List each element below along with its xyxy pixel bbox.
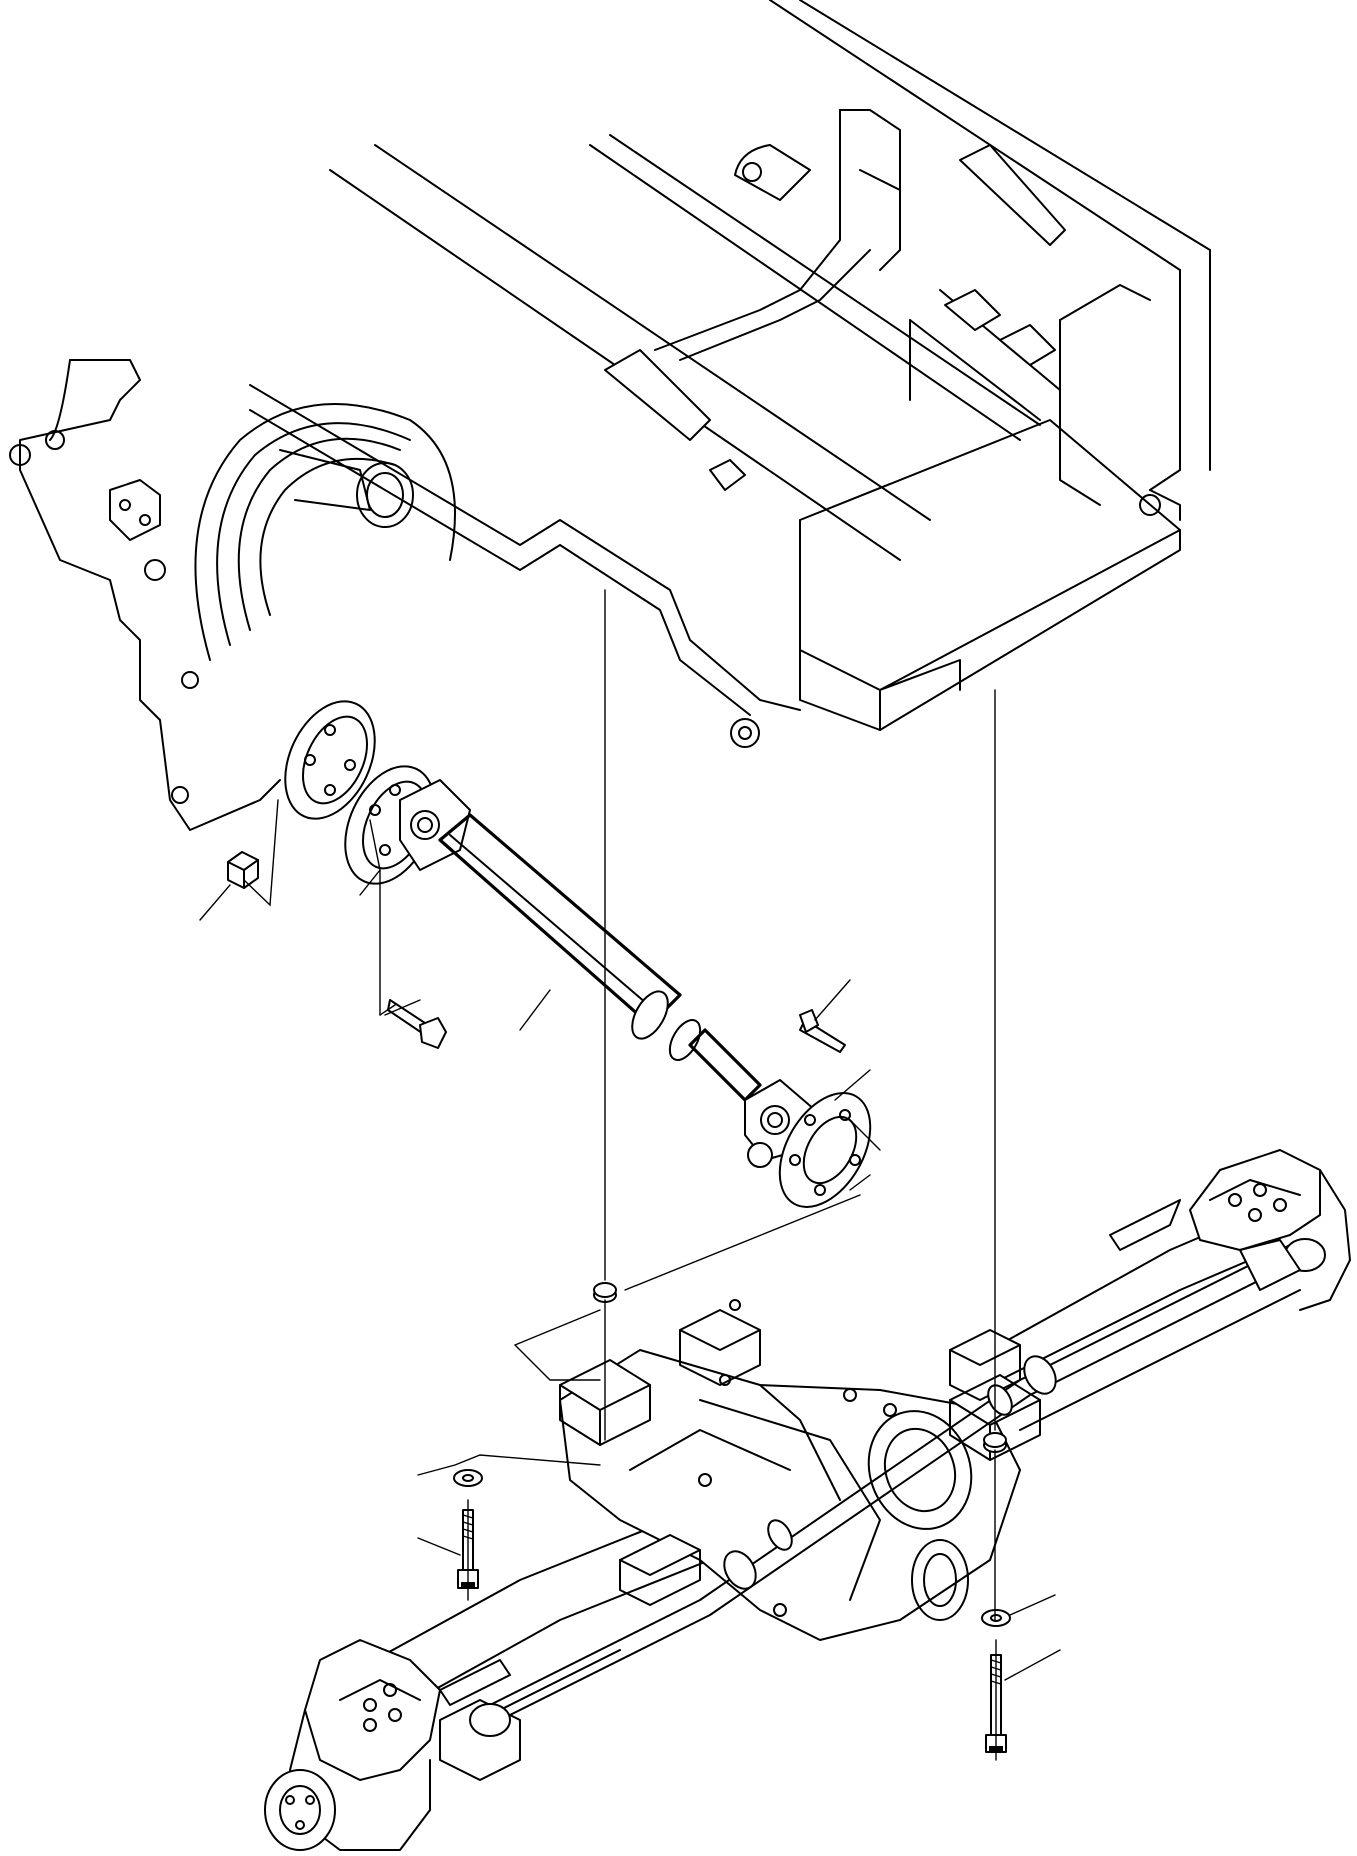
vehicle-frame	[249, 0, 1211, 748]
flange-bolts	[387, 999, 846, 1053]
assembly-center-lines	[467, 589, 997, 1761]
axle-mount-washers	[453, 1282, 1011, 1627]
transmission-housing	[9, 359, 456, 831]
front-axle	[264, 1149, 1351, 1851]
drive-shaft	[284, 700, 872, 1208]
flange-nut	[227, 851, 259, 889]
reference-leaders	[199, 799, 1061, 1681]
